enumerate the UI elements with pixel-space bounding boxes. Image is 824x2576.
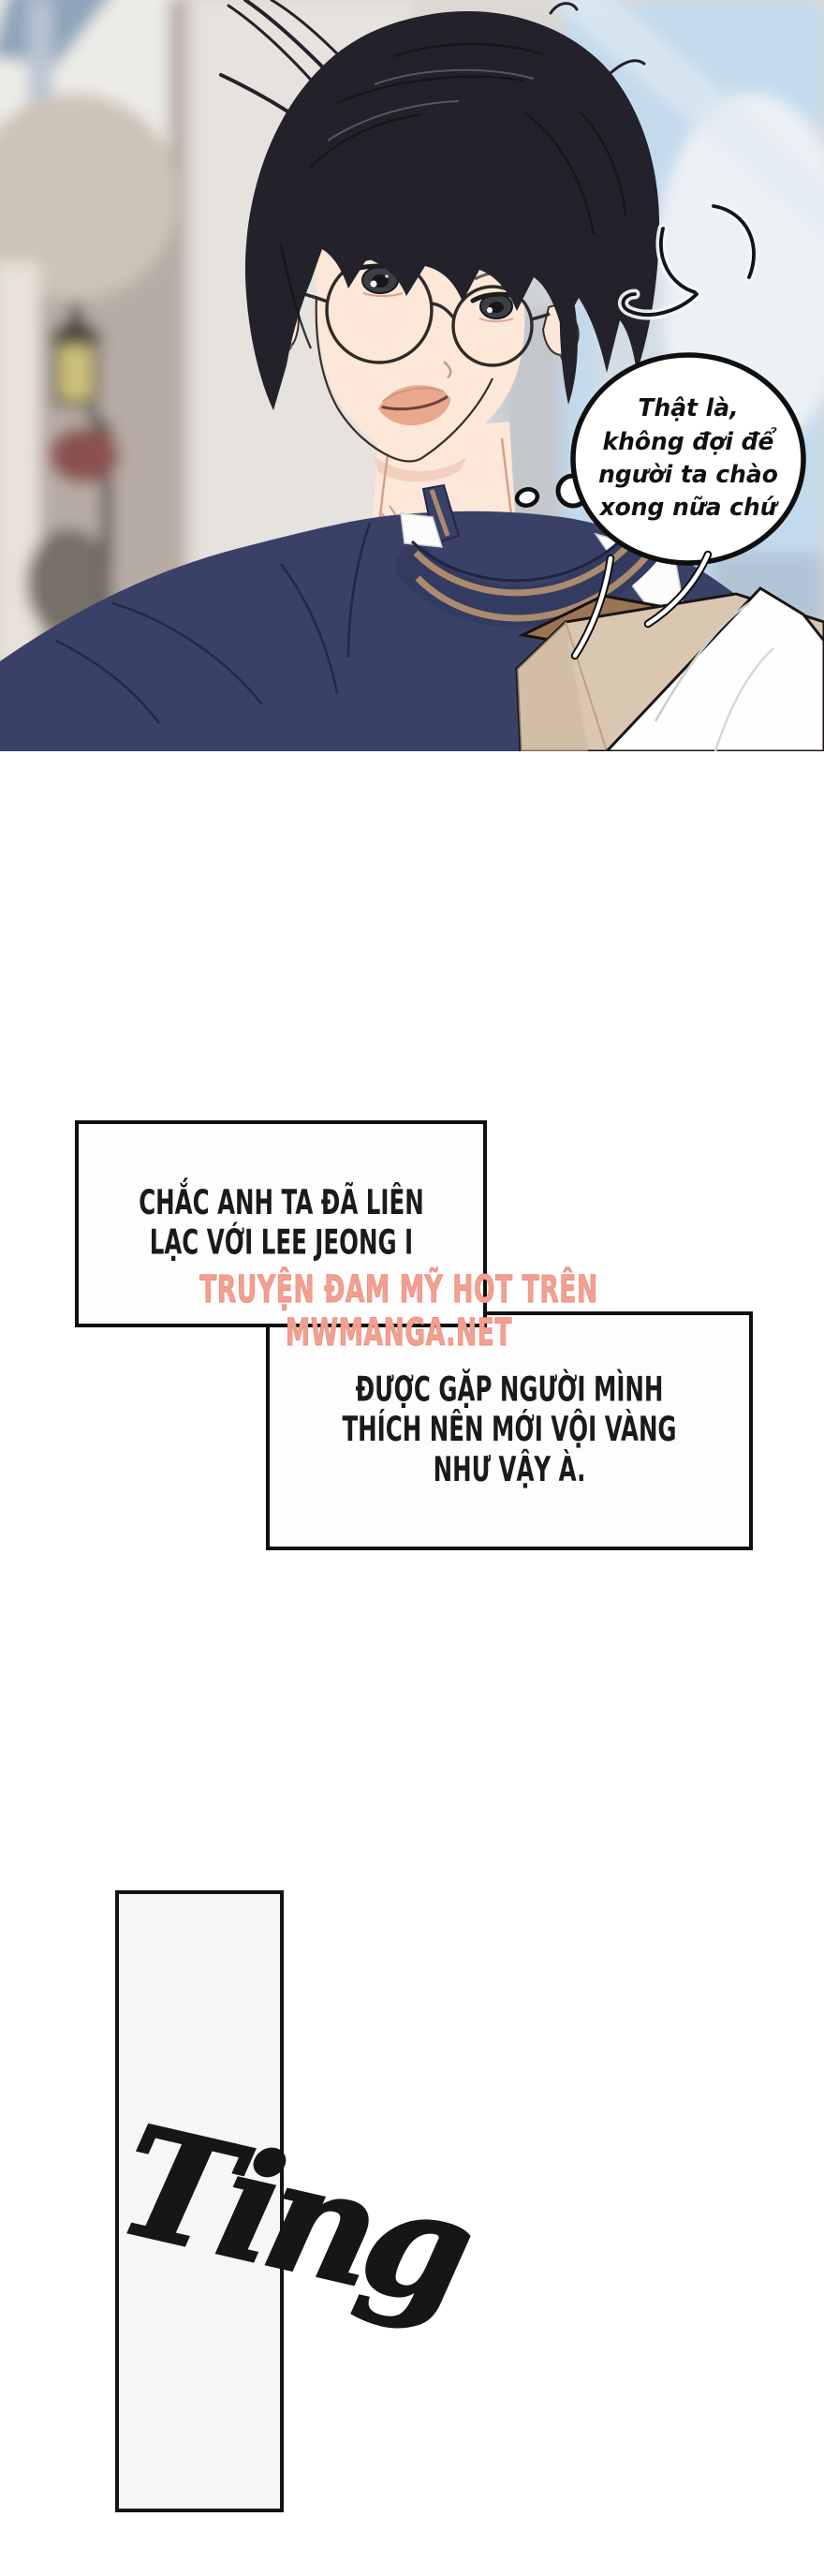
caption-box-2: ĐƯỢC GẶP NGƯỜI MÌNH THÍCH NÊN MỚI VỘI VÀ… xyxy=(266,1311,753,1550)
caption-text: CHẮC ANH TA ĐÃ LIÊN LẠC VỚI LEE JEONG I xyxy=(138,1182,424,1264)
character xyxy=(0,0,824,751)
sfx-panel xyxy=(115,1890,284,2512)
stray-hairs xyxy=(219,0,646,141)
street-scene-illustration xyxy=(0,0,824,751)
nose xyxy=(443,361,452,378)
thought-bubble-text: Thật là, không đợi để người ta chào xong… xyxy=(598,394,778,523)
mouth xyxy=(377,385,451,426)
bag-strings xyxy=(570,550,713,660)
hair xyxy=(219,0,660,410)
paper-bag xyxy=(515,586,824,751)
tshirt xyxy=(400,512,444,548)
thought-dot xyxy=(514,487,540,508)
varsity-collar xyxy=(395,518,669,628)
caption-box-1: CHẮC ANH TA ĐÃ LIÊN LẠC VỚI LEE JEONG I xyxy=(75,1120,487,1327)
jawline xyxy=(315,295,493,463)
thought-bubble xyxy=(514,352,806,566)
site-watermark: TRUYỆN ĐAM MỸ HOT TRÊN MWMANGA.NET xyxy=(199,1268,598,1355)
swirl-doodle xyxy=(618,200,759,320)
art-panel xyxy=(0,0,824,751)
caption-text: ĐƯỢC GẶP NGƯỜI MÌNH THÍCH NÊN MỚI VỘI VÀ… xyxy=(342,1369,677,1490)
